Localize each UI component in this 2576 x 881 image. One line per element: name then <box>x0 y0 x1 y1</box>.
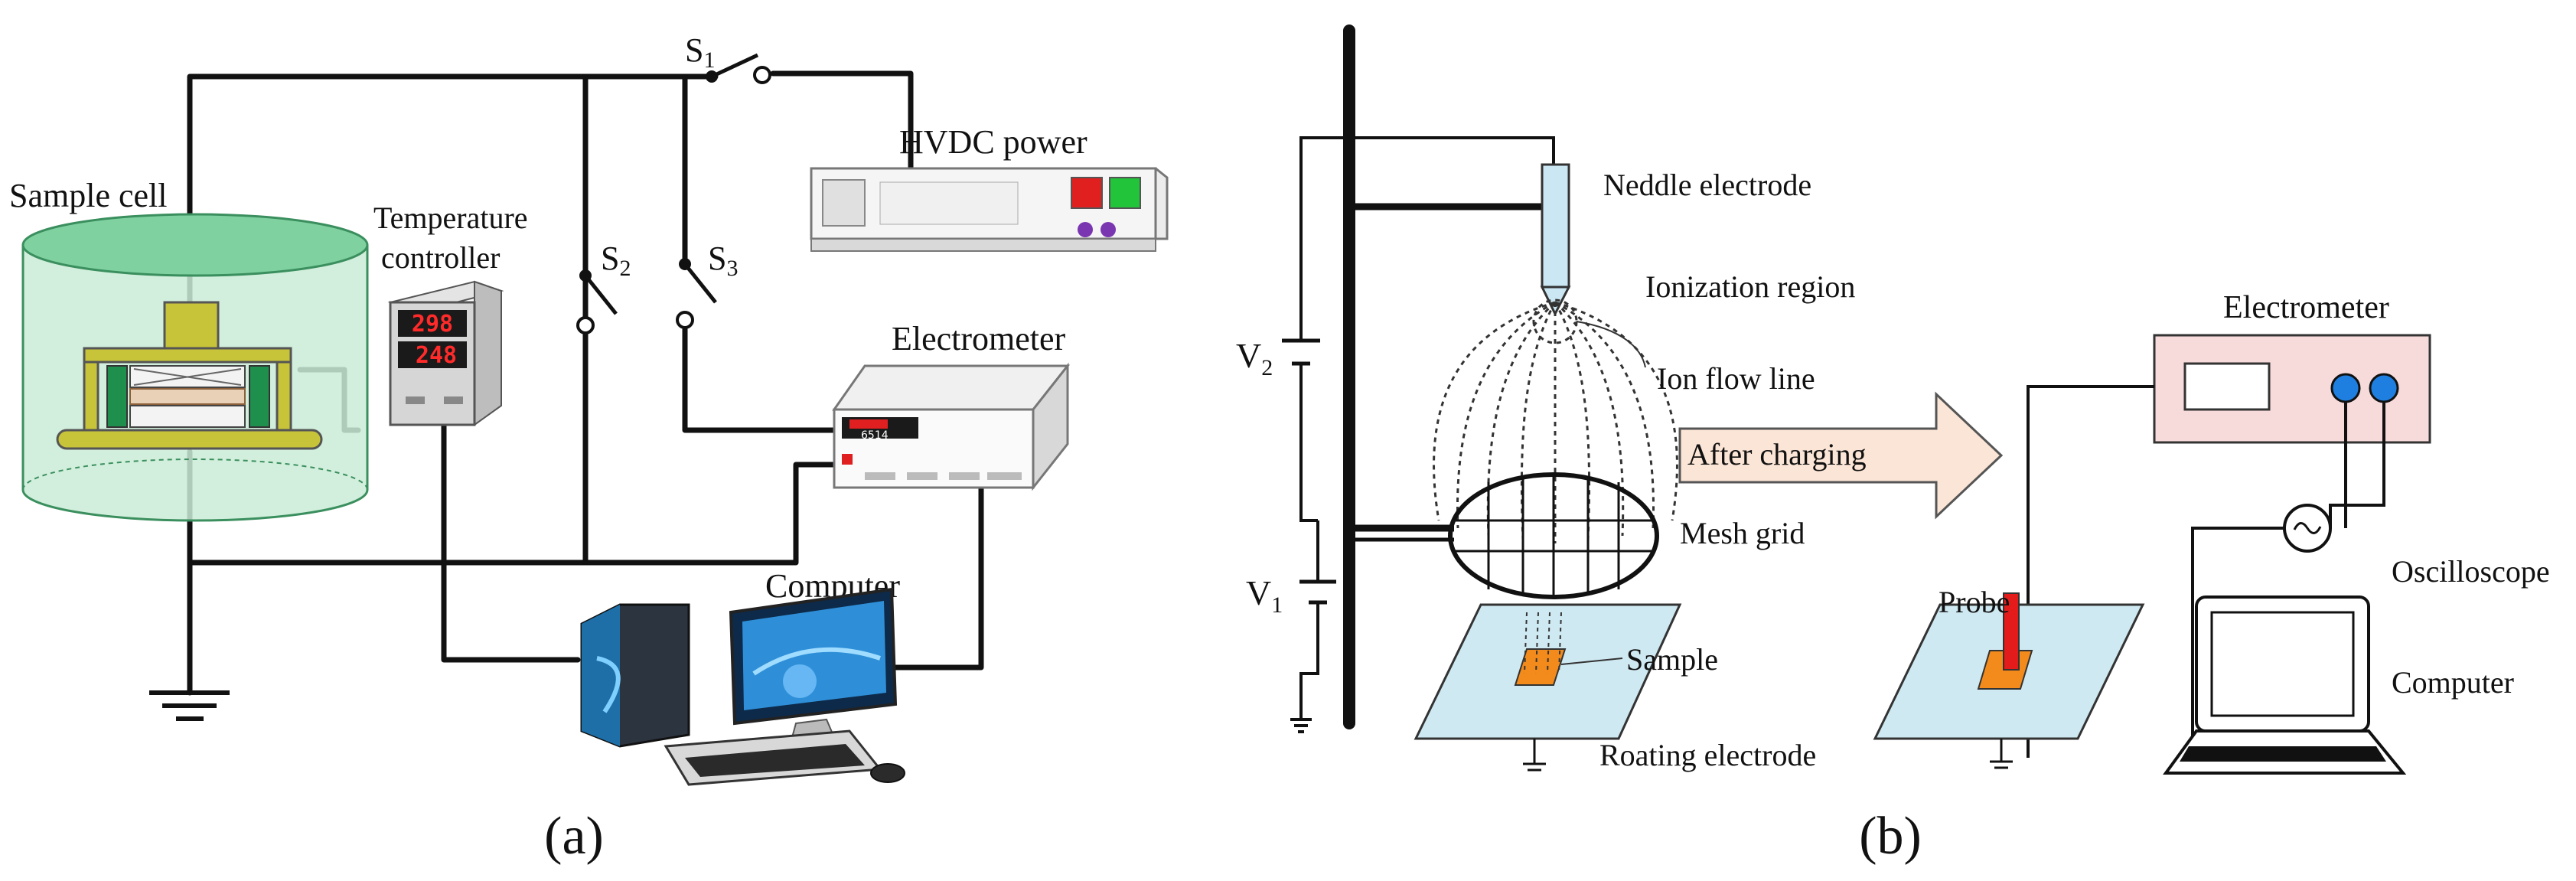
electrometer-b: Electrometer <box>2153 290 2431 444</box>
sample-label: Sample <box>1626 642 1718 677</box>
after-charging-arrow: After charging <box>1678 391 2004 520</box>
electrometer-a-label: Electrometer <box>892 320 1066 357</box>
computer-b: Computer <box>2163 595 2514 775</box>
ion-flow-lines <box>1433 299 1678 543</box>
v1-label: V1 <box>1246 573 1283 618</box>
panel-a-wiring <box>187 70 984 696</box>
rotating-electrode-label: Roating electrode <box>1599 738 1816 772</box>
temperature-controller-label-line1: Temperature <box>373 201 528 235</box>
caption-b: (b) <box>1859 807 1922 866</box>
mesh-grid-label: Mesh grid <box>1680 516 1805 550</box>
temperature-controller-label-line2: controller <box>381 240 501 275</box>
electrometer-model: 6514 <box>861 429 889 442</box>
hvdc-power-label: HVDC power <box>899 123 1087 161</box>
needle-electrode: Neddle electrode <box>1540 163 1811 317</box>
switch-s3: S3 <box>676 240 738 329</box>
temp-display-actual: 248 <box>416 342 457 369</box>
after-charging-label: After charging <box>1687 437 1867 471</box>
sample-cell-label: Sample cell <box>9 177 168 214</box>
sample-cell: Sample cell <box>9 177 369 522</box>
s1-label: S1 <box>685 31 715 73</box>
panel-a: S1 S2 S3 <box>9 31 1169 866</box>
probe-label: Probe <box>1939 585 2010 619</box>
s3-label: S3 <box>708 240 738 281</box>
mesh-grid: Mesh grid <box>1448 472 1805 599</box>
needle-electrode-label: Neddle electrode <box>1603 168 1811 202</box>
ground-symbol <box>149 690 230 721</box>
electrometer-b-label: Electrometer <box>2223 290 2389 325</box>
computer-b-label: Computer <box>2392 665 2514 700</box>
ion-flow-line-label: Ion flow line <box>1657 361 1815 396</box>
switch-s2: S2 <box>576 240 631 334</box>
temp-display-set: 298 <box>412 311 453 338</box>
caption-a: (a) <box>544 807 604 866</box>
hvdc-digit-display <box>879 181 1019 225</box>
s2-label: S2 <box>601 240 631 281</box>
computer-a: Computer <box>580 567 905 786</box>
temperature-controller: Temperature controller 298 248 <box>373 201 528 426</box>
ionization-region-label: Ionization region <box>1645 269 1855 304</box>
oscilloscope-label: Oscilloscope <box>2392 554 2550 589</box>
v2-label: V2 <box>1236 336 1273 380</box>
switch-s1: S1 <box>685 31 771 84</box>
hvdc-power-supply: HVDC power <box>810 123 1169 252</box>
probe-plate: Probe <box>1873 585 2145 769</box>
rotating-electrode: Sample Roating electrode <box>1414 603 1816 772</box>
panel-b: V2 V1 Neddle electrode Ionization region… <box>1236 24 2550 866</box>
oscilloscope-symbol: Oscilloscope <box>2283 504 2550 589</box>
electrometer-a: Electrometer 6514 <box>832 320 1071 491</box>
voltage-circuit <box>1282 136 1555 733</box>
